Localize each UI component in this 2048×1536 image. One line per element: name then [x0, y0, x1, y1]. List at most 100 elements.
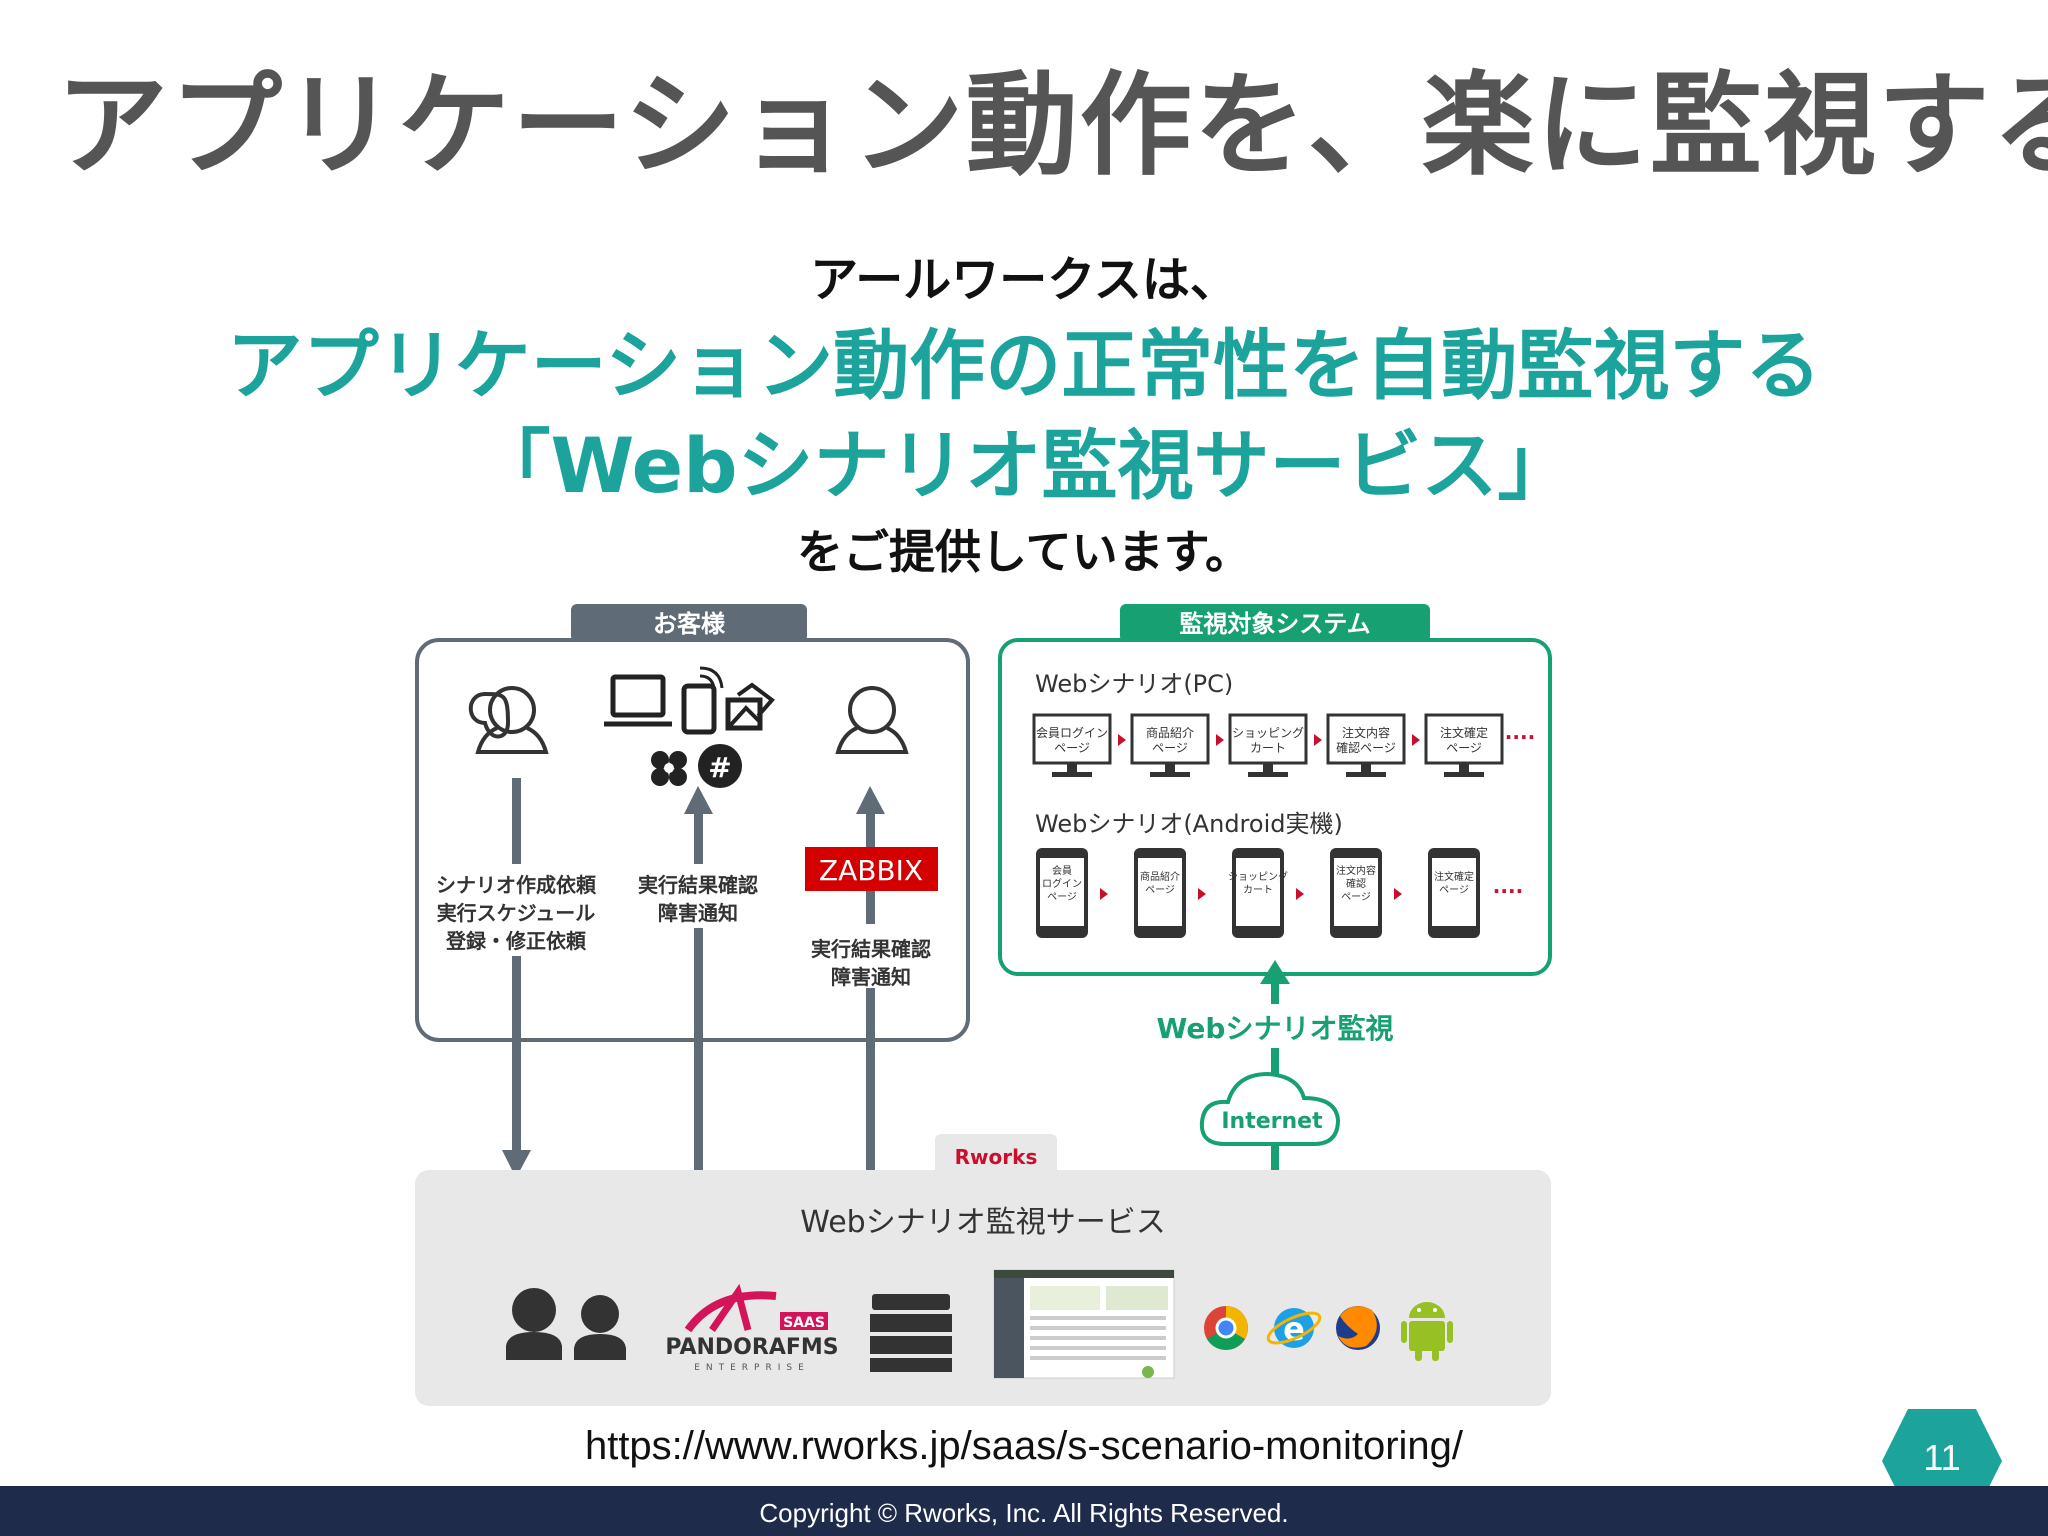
server-icon: [870, 1294, 952, 1372]
request-line: 登録・修正依頼: [445, 929, 587, 953]
android-step-label: ページ: [1341, 892, 1371, 903]
pandora-name: PANDORAFMS: [665, 1335, 838, 1360]
zabbix-result-label: 実行結果確認 障害通知: [800, 924, 942, 989]
svg-text:#: #: [708, 751, 731, 784]
devices-icon: [604, 666, 775, 735]
pc-step-label: 会員ログイン: [1036, 726, 1108, 740]
android-step-label: ページ: [1145, 885, 1175, 896]
android-step-label: ログイン: [1042, 877, 1082, 890]
result-label: 実行結果確認 障害通知: [628, 864, 768, 928]
pc-monitor-base: [1150, 772, 1190, 777]
user-icon: [468, 686, 549, 754]
step-arrow: [1296, 888, 1304, 900]
android-step-label: ページ: [1439, 885, 1469, 896]
pc-step-label: カート: [1250, 741, 1286, 755]
android-scenario-title: Webシナリオ(Android実機): [1035, 810, 1343, 838]
pc-step-label: 商品紹介: [1146, 725, 1194, 740]
android-step-label: 会員: [1052, 864, 1072, 877]
chat-app-icon: [651, 751, 687, 786]
source-url[interactable]: https://www.rworks.jp/saas/s-scenario-mo…: [584, 1424, 1464, 1468]
dashboard-screenshot: [993, 1269, 1175, 1379]
pc-monitor-stand: [1165, 763, 1175, 773]
customer-tab-label: お客様: [653, 610, 726, 638]
pc-step-label: ページ: [1446, 741, 1482, 755]
step-arrow: [1198, 888, 1206, 900]
android-phone-screen: [1432, 858, 1476, 926]
pc-step-label: 確認ページ: [1336, 740, 1396, 755]
step-arrow: [1118, 734, 1126, 746]
request-arrow: [502, 778, 531, 1178]
zabbix-result-line: 実行結果確認: [811, 937, 931, 961]
android-phone-screen: [1040, 858, 1084, 926]
android-phone-screen: [1138, 858, 1182, 926]
internet-explorer-icon: e: [1266, 1308, 1322, 1348]
internet-label: Internet: [1221, 1109, 1323, 1134]
pc-monitor-base: [1248, 772, 1288, 777]
request-line: シナリオ作成依頼: [436, 873, 597, 897]
result-arrow: [684, 786, 713, 1174]
operators-icon: [506, 1288, 626, 1360]
step-arrow: [1100, 888, 1108, 900]
android-step-label: 注文確定: [1434, 870, 1474, 883]
pc-step-label: ショッピング: [1232, 726, 1304, 740]
service-panel: Rworks Webシナリオ監視サービス: [415, 1134, 1551, 1406]
slide-title: アプリケーション動作を、楽に監視する: [56, 61, 2048, 191]
pc-step-label: ページ: [1152, 741, 1188, 755]
service-title: Webシナリオ監視サービス: [800, 1205, 1165, 1240]
headline-line-2: 「Webシナリオ監視サービス」: [474, 421, 1574, 510]
pc-monitor: [1228, 713, 1308, 765]
pc-monitor-stand: [1361, 763, 1371, 773]
android-icon: [1401, 1302, 1453, 1361]
rworks-tab: [935, 1134, 1057, 1178]
pandora-sub: ENTERPRISE: [694, 1363, 810, 1373]
user-icon: [835, 686, 909, 754]
footer-bar: [0, 1486, 2048, 1536]
service-box: [415, 1170, 1551, 1406]
step-arrow: [1412, 734, 1420, 746]
pc-monitor: [1032, 713, 1112, 765]
pc-step-label: 注文内容: [1342, 725, 1390, 740]
step-arrow: [1216, 734, 1224, 746]
pc-monitor-base: [1052, 772, 1092, 777]
step-arrow: [1394, 888, 1402, 900]
target-tab-label: 監視対象システム: [1179, 610, 1370, 638]
pc-step-label: 注文確定: [1440, 725, 1488, 740]
android-step-label: 確認: [1346, 877, 1366, 890]
android-phone-screen: [1236, 858, 1280, 926]
zabbix-text: ZABBIX: [819, 854, 923, 887]
intro-text: アールワークスは、: [810, 252, 1238, 308]
pc-monitor: [1326, 713, 1406, 765]
result-line: 障害通知: [658, 901, 738, 925]
zabbix-logo: ZABBIX: [805, 847, 938, 891]
rworks-logo: Rworks: [955, 1145, 1038, 1169]
request-line: 実行スケジュール: [437, 901, 596, 925]
android-step-label: 注文内容: [1336, 864, 1376, 877]
pc-monitor-stand: [1263, 763, 1273, 773]
pc-scenario-title: Webシナリオ(PC): [1035, 670, 1233, 698]
pc-scenario-row: 会員ログインページ商品紹介ページショッピングカート注文内容確認ページ注文確定ペー…: [1032, 713, 1535, 777]
chrome-icon: [1204, 1306, 1248, 1350]
pc-ellipsis: ····: [1505, 725, 1535, 749]
android-phone-screen: [1334, 858, 1378, 926]
pc-monitor: [1130, 713, 1210, 765]
android-step-label: カート: [1243, 884, 1273, 896]
page-number: 11: [1923, 1437, 1961, 1478]
pc-monitor-stand: [1067, 763, 1077, 773]
headline-line-1: アプリケーション動作の正常性を自動監視する: [226, 321, 1822, 410]
pandora-saas-badge: SAAS: [783, 1315, 825, 1331]
android-scenario-row: 会員ログインページ商品紹介ページショッピングカート注文内容確認ページ注文確定ペー…: [1036, 848, 1523, 938]
pc-monitor: [1424, 713, 1504, 765]
zabbix-arrow: [856, 786, 885, 1174]
request-label: シナリオ作成依頼 実行スケジュール 登録・修正依頼: [428, 864, 606, 956]
step-arrow: [1314, 734, 1322, 746]
result-line: 実行結果確認: [638, 873, 758, 897]
pc-monitor-stand: [1459, 763, 1469, 773]
pandora-fms-logo: SAAS PANDORAFMS ENTERPRISE: [665, 1283, 839, 1373]
pc-step-label: ページ: [1054, 741, 1090, 755]
monitor-label: Webシナリオ監視: [1157, 1012, 1394, 1045]
cloud-icon: Internet: [1199, 1071, 1341, 1146]
android-step-label: 商品紹介: [1140, 870, 1180, 883]
customer-tab: [571, 604, 807, 642]
android-step-label: ショッピング: [1228, 870, 1288, 883]
